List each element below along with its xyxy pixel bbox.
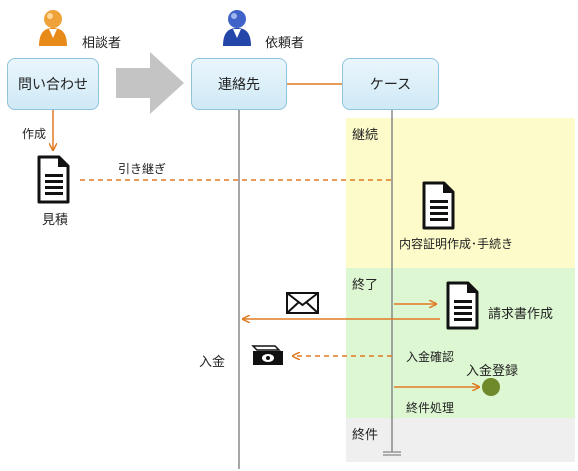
envelope-icon <box>286 292 319 314</box>
document-icon <box>422 181 455 230</box>
handover-label: 引き継ぎ <box>118 162 167 176</box>
payment-register-label: 入金登録 <box>466 364 519 379</box>
document-icon <box>37 155 70 204</box>
payment-label: 入金 <box>199 355 226 370</box>
content-cert-label: 内容証明作成･手続き <box>399 237 514 251</box>
create-label: 作成 <box>22 127 47 141</box>
closing-process-label: 終件処理 <box>406 401 455 415</box>
lane-finish-label: 終了 <box>352 278 379 293</box>
estimate-label: 見積 <box>42 213 69 228</box>
contact-box[interactable]: 連絡先 <box>191 58 287 110</box>
case-box[interactable]: ケース <box>342 58 439 110</box>
transition-arrow <box>116 52 184 114</box>
lane-continue-label: 継続 <box>352 128 379 143</box>
actor-consultant-label: 相談者 <box>82 36 122 51</box>
invoice-label: 請求書作成 <box>488 307 554 322</box>
person-icon <box>223 10 251 46</box>
person-icon <box>39 10 67 46</box>
payment-register-dot <box>482 378 500 396</box>
actor-client-label: 依頼者 <box>265 36 305 51</box>
document-icon <box>446 281 479 330</box>
lane-continue: 継続 <box>346 118 575 268</box>
cash-icon <box>251 345 283 365</box>
payment-confirm-label: 入金確認 <box>406 350 455 364</box>
inquiry-box[interactable]: 問い合わせ <box>7 58 99 110</box>
lane-closed-label: 終件 <box>352 428 379 443</box>
